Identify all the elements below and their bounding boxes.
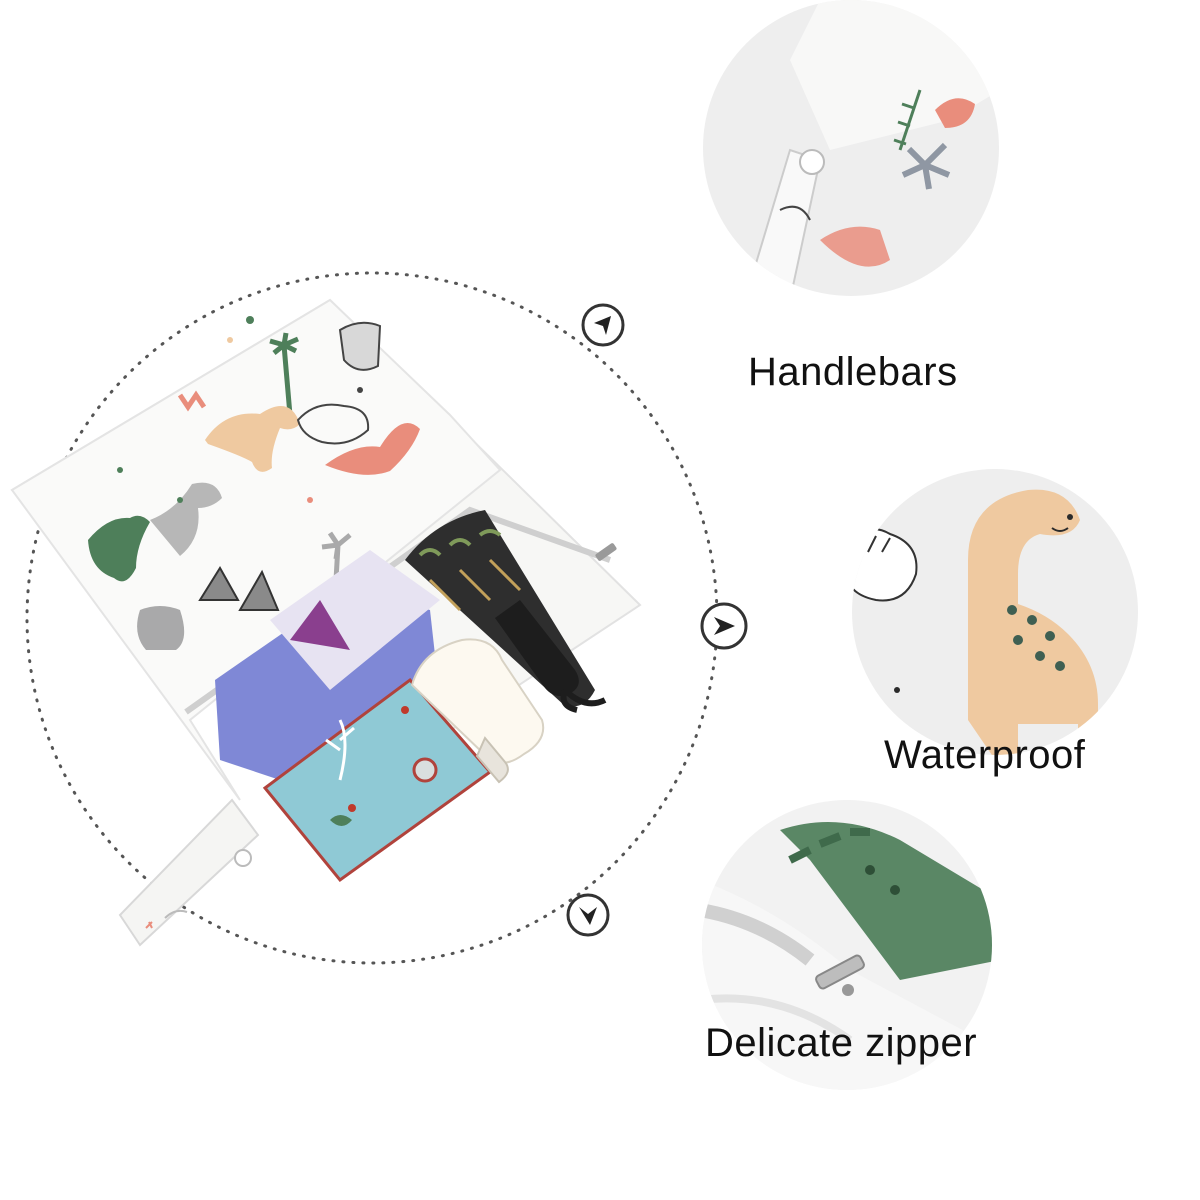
- zipper-pull: [595, 543, 617, 561]
- arrow-marker-top: [581, 303, 625, 347]
- waterproof-label: Waterproof: [884, 733, 1086, 777]
- arrow-marker-middle: [700, 602, 748, 650]
- wet-bag: [10, 298, 642, 947]
- delicate-zipper-bubble: [702, 800, 992, 1090]
- arrow-marker-bottom: [566, 893, 610, 937]
- waterproof-bubble: [852, 469, 1138, 755]
- delicate-zipper-label: Delicate zipper: [705, 1021, 978, 1065]
- bag-front-panel: [10, 298, 502, 801]
- dinosaur-print: [88, 316, 420, 650]
- lotion-bottle: [410, 638, 545, 784]
- bag-strap: [118, 798, 260, 947]
- handlebars-label: Handlebars: [748, 350, 958, 394]
- umbrella: [405, 510, 607, 713]
- handlebars-bubble: [703, 0, 999, 296]
